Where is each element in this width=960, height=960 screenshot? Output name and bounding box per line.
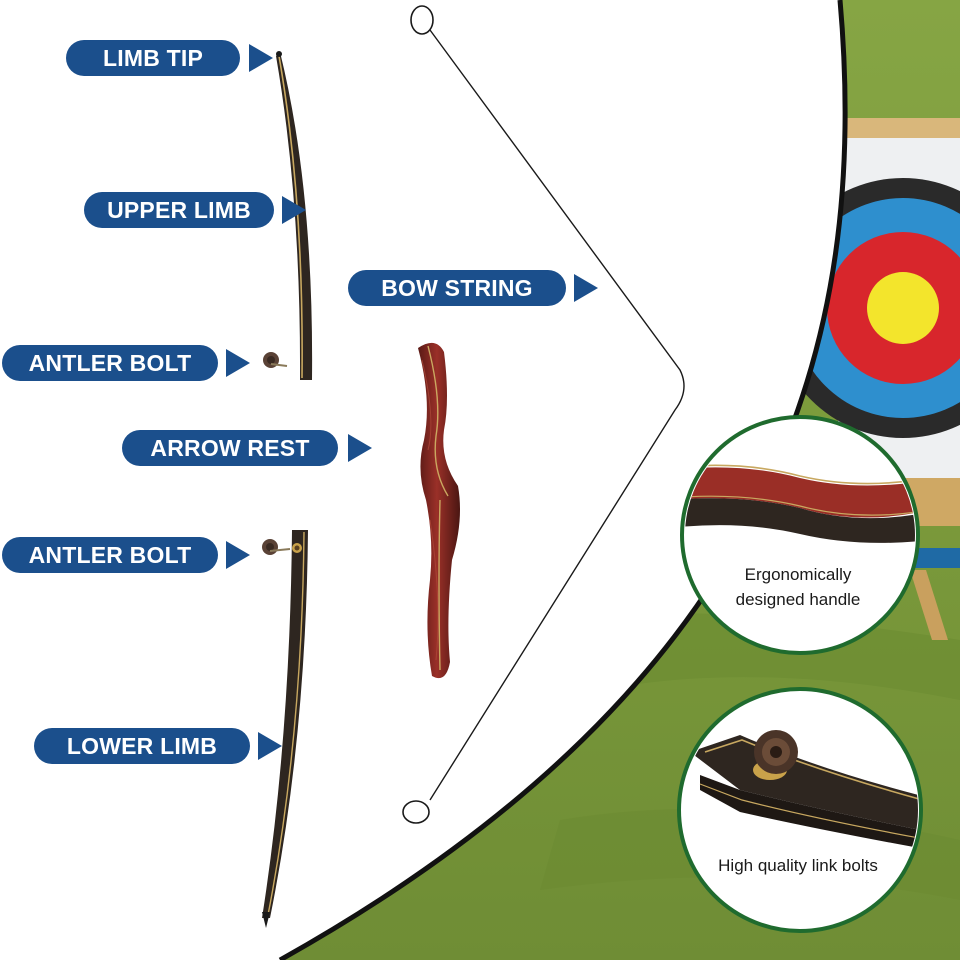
limb-tip-pointer-icon xyxy=(249,44,273,72)
handle-callout-circle xyxy=(680,415,920,655)
label-arrow-rest: ARROW REST xyxy=(122,430,338,466)
bolt-callout-circle xyxy=(677,687,923,933)
label-bow-string-text: BOW STRING xyxy=(381,274,533,301)
label-antler-bolt-upper-text: ANTLER BOLT xyxy=(28,349,192,376)
handle-callout-caption: Ergonomically designed handle xyxy=(683,562,913,612)
label-upper-limb-text: UPPER LIMB xyxy=(107,196,251,223)
label-antler-bolt-lower-text: ANTLER BOLT xyxy=(28,541,192,568)
bow-riser xyxy=(418,342,460,679)
bow-string xyxy=(402,5,685,824)
lower-limb xyxy=(262,530,308,928)
antler-bolt-upper xyxy=(263,352,288,368)
antler-bolt-lower xyxy=(262,539,291,555)
label-lower-limb: LOWER LIMB xyxy=(34,728,250,764)
label-arrow-rest-text: ARROW REST xyxy=(150,434,310,461)
label-limb-tip-text: LIMB TIP xyxy=(103,44,203,71)
label-bow-string: BOW STRING xyxy=(348,270,566,306)
antler-bolt-upper-pointer-icon xyxy=(226,349,250,377)
bolt-caption-line-1: High quality link bolts xyxy=(718,856,878,875)
lower-limb-pointer-icon xyxy=(258,732,282,760)
upper-limb-pointer-icon xyxy=(282,196,306,224)
label-antler-bolt-upper: ANTLER BOLT xyxy=(2,345,218,381)
arrow-rest-pointer-icon xyxy=(348,434,372,462)
label-limb-tip: LIMB TIP xyxy=(66,40,240,76)
antler-bolt-lower-pointer-icon xyxy=(226,541,250,569)
handle-caption-line-1: Ergonomically xyxy=(744,565,852,584)
label-lower-limb-text: LOWER LIMB xyxy=(66,732,218,759)
handle-caption-line-2: designed handle xyxy=(735,590,861,609)
label-upper-limb: UPPER LIMB xyxy=(84,192,274,228)
label-antler-bolt-lower: ANTLER BOLT xyxy=(2,537,218,573)
bow-string-pointer-icon xyxy=(574,274,598,302)
bolt-callout-caption: High quality link bolts xyxy=(683,853,913,878)
